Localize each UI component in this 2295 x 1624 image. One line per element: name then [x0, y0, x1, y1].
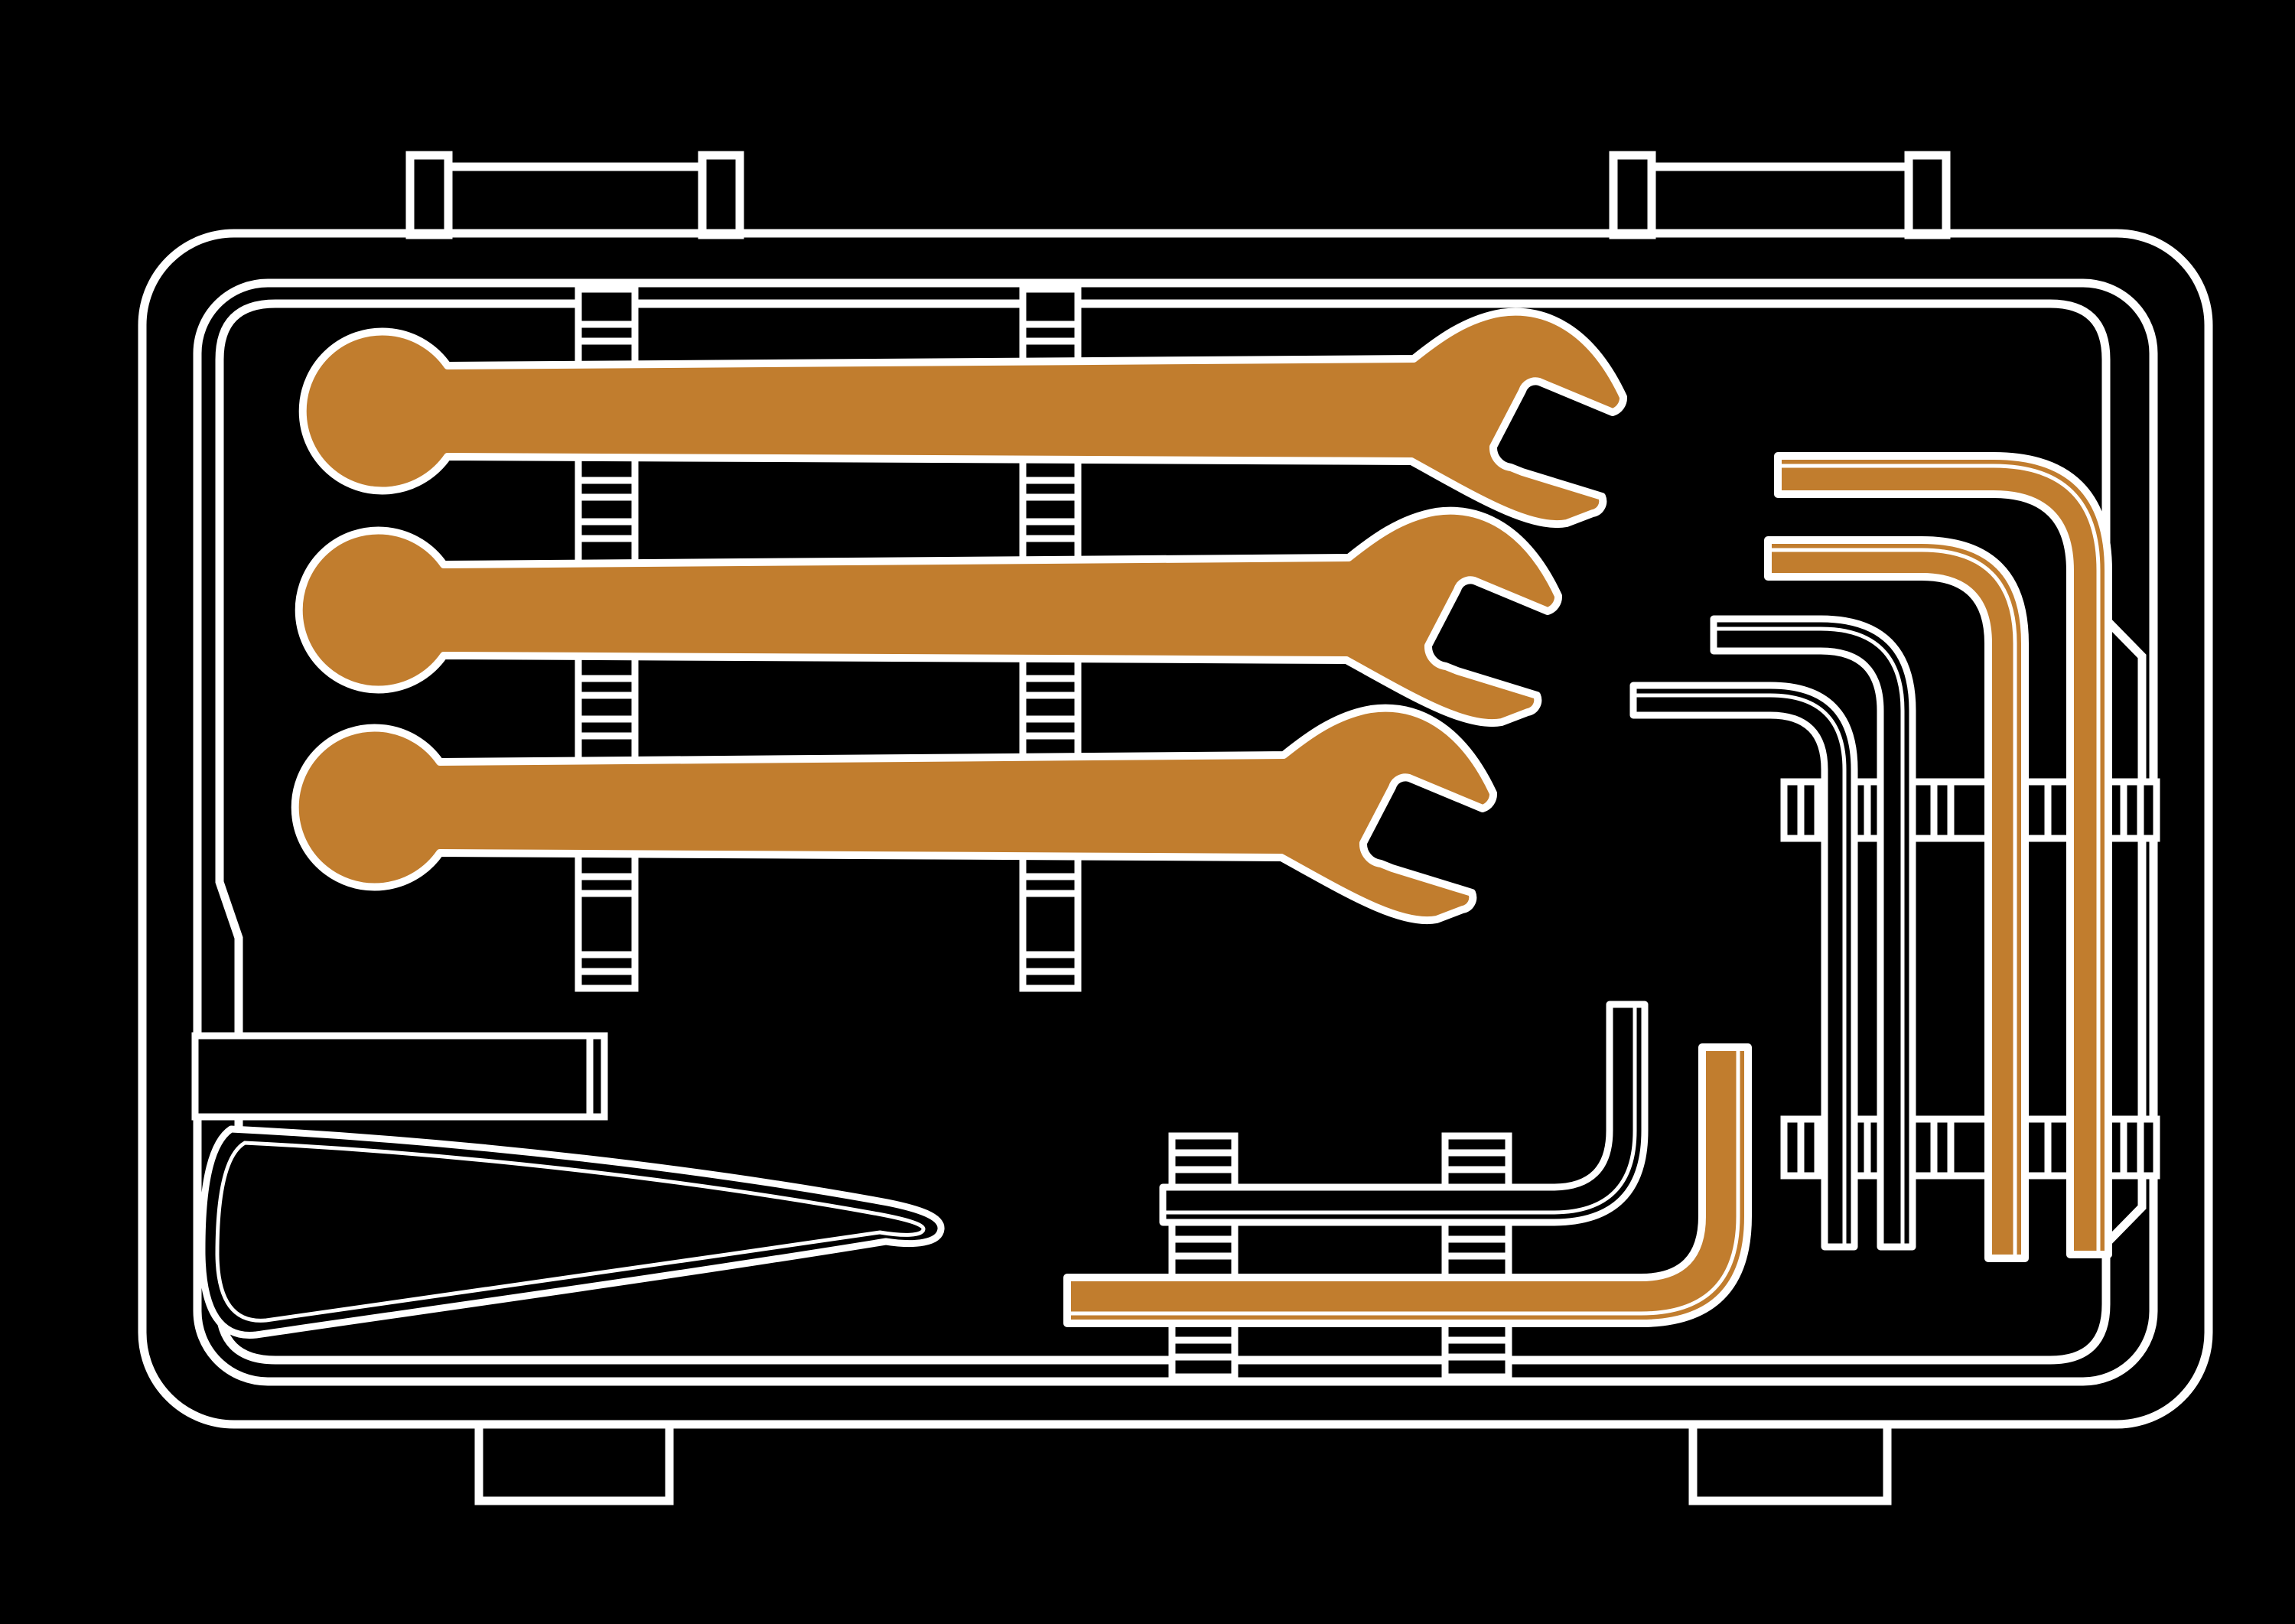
case-foot-left	[474, 1420, 674, 1505]
bottom-key-clip-left	[1168, 1132, 1239, 1381]
clip-rungs	[1023, 321, 1078, 975]
hex-keys-bottom	[1063, 1001, 1752, 1327]
holder-bar-body	[191, 1032, 608, 1121]
handle-tab-left	[405, 151, 744, 239]
case-foot-right	[1688, 1420, 1892, 1505]
hex-key-l-inner-line	[1768, 548, 2017, 1258]
handle-post	[1609, 151, 1656, 239]
hex-keys-right	[1629, 452, 2112, 1262]
hex-key-m-inner-line	[1714, 626, 1905, 1247]
hex-key-s	[1629, 682, 1858, 1251]
bottom-key-clip-right	[1441, 1132, 1512, 1381]
scraper-tool	[198, 1125, 945, 1339]
flat-hex-key-outlined-inner-line	[1163, 1004, 1637, 1215]
combination-wrench-medium	[295, 506, 1562, 727]
holder-bar	[191, 1032, 608, 1121]
combination-wrench-small	[291, 704, 1497, 925]
handle-post	[405, 151, 453, 239]
tool-case	[138, 151, 2213, 1505]
clip-rungs	[1445, 1149, 1509, 1361]
clip-rungs	[578, 321, 635, 975]
case-tool-tray	[215, 299, 2147, 1365]
handle-post	[698, 151, 744, 239]
strap-rungs	[1797, 1119, 2144, 1176]
handle-post	[1904, 151, 1951, 239]
hex-key-s-inner-line	[1633, 693, 1847, 1247]
handle-tab-right	[1609, 151, 1951, 239]
wrenches	[291, 308, 1627, 925]
scraper-inner-contour	[215, 1141, 926, 1323]
flat-hex-key-accent	[1063, 1043, 1752, 1327]
hex-key-xl	[1774, 452, 2112, 1258]
flat-hex-key-outlined	[1159, 1001, 1649, 1226]
strap-rungs	[1797, 782, 2144, 838]
flat-hex-key-accent-inner-line	[1067, 1047, 1740, 1316]
hex-key-xl-inner-line	[1778, 464, 2101, 1255]
clip-rungs	[1172, 1149, 1235, 1361]
case-outer-shell	[138, 229, 2213, 1429]
hex-key-l	[1764, 536, 2029, 1262]
scraper-outline	[198, 1125, 945, 1339]
hex-key-m	[1710, 615, 1916, 1251]
combination-wrench-large	[298, 308, 1627, 529]
